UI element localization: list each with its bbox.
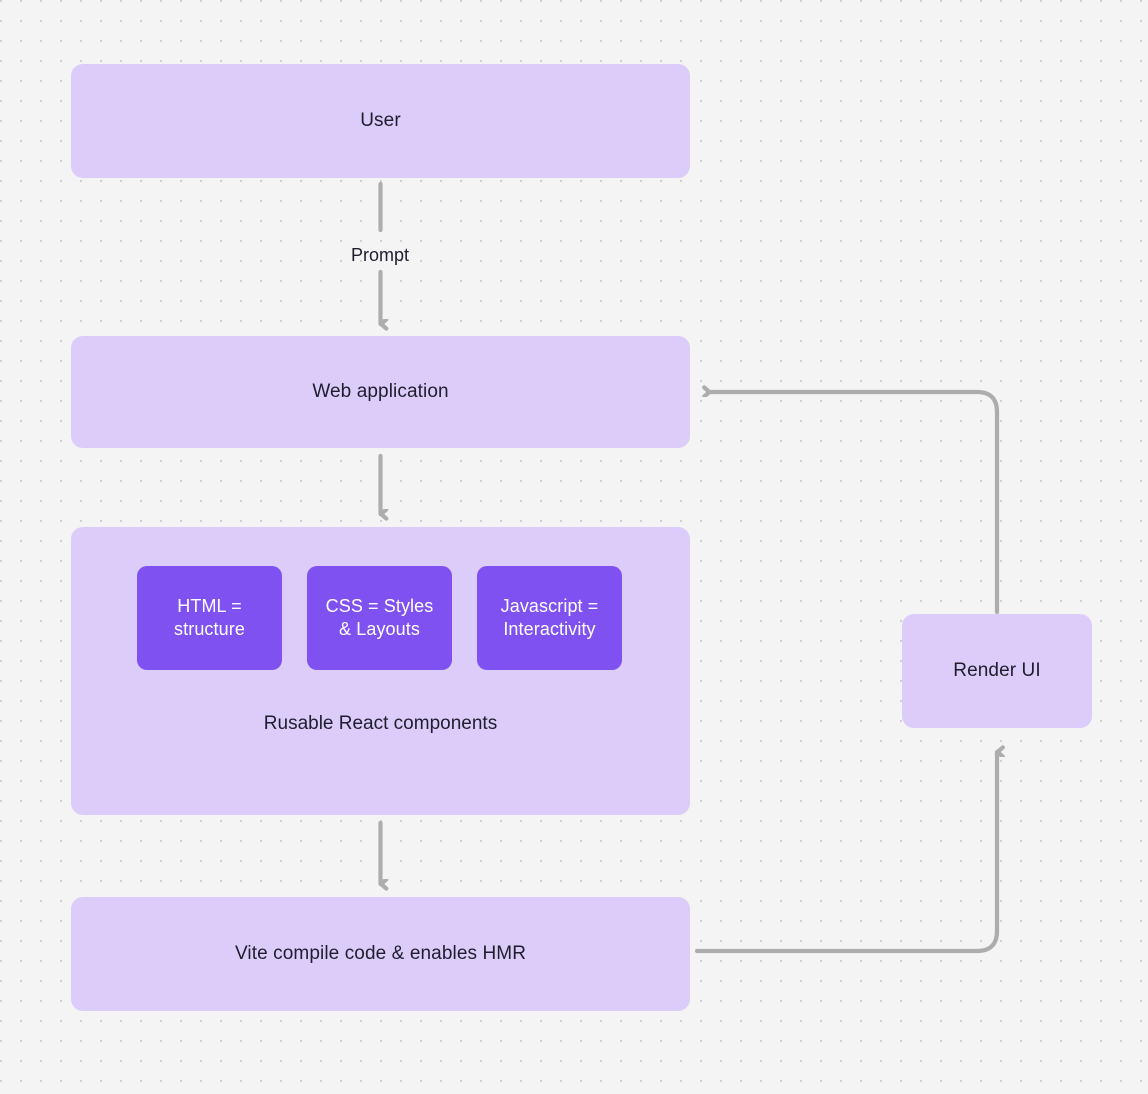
node-html-structure-label: HTML = structure [174, 596, 245, 639]
node-html-structure[interactable]: HTML = structure [137, 566, 282, 670]
node-reusable-react-components-caption: Rusable React components [263, 713, 498, 734]
node-user-label: User [360, 110, 401, 131]
node-web-application-label: Web application [312, 381, 449, 402]
node-reusable-react-components[interactable]: HTML = structure CSS = Styles & Layouts … [71, 527, 690, 815]
node-javascript-interactivity-label: Javascript = Interactivity [500, 596, 599, 639]
node-css-styles-layouts[interactable]: CSS = Styles & Layouts [307, 566, 452, 670]
component-children-row: HTML = structure CSS = Styles & Layouts … [71, 566, 690, 670]
edge-vite-to-render [694, 752, 997, 954]
edge-label-prompt: Prompt [350, 245, 410, 265]
node-web-application[interactable]: Web application [71, 336, 690, 448]
node-vite-compile-label: Vite compile code & enables HMR [234, 943, 527, 964]
node-vite-compile[interactable]: Vite compile code & enables HMR [71, 897, 690, 1011]
node-javascript-interactivity[interactable]: Javascript = Interactivity [477, 566, 622, 670]
node-render-ui[interactable]: Render UI [902, 614, 1092, 728]
node-user[interactable]: User [71, 64, 690, 178]
node-css-styles-layouts-label: CSS = Styles & Layouts [325, 596, 434, 639]
edge-render-to-webapp [710, 392, 1000, 615]
node-render-ui-label: Render UI [953, 660, 1041, 681]
